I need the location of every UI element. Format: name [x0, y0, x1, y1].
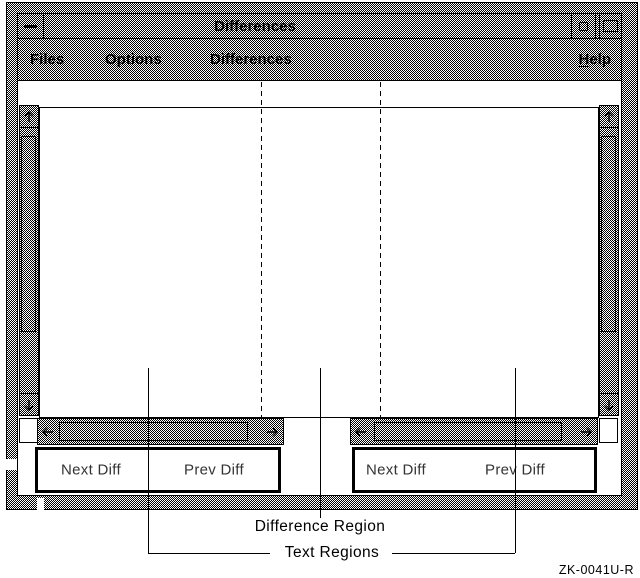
menu-differences[interactable]: Differences	[210, 51, 292, 68]
horizontal-scrollbar-left[interactable]	[37, 418, 284, 445]
scroll-up-icon	[22, 110, 36, 124]
next-diff-button[interactable]: Next Diff	[366, 461, 426, 479]
scroll-up-icon	[602, 110, 616, 124]
figure-id-label: ZK-0041U-R	[558, 563, 634, 577]
diff-button-panel-left: Next Diff Prev Diff	[35, 447, 281, 493]
text-display-panel	[39, 107, 599, 418]
maximize-button[interactable]	[599, 14, 621, 38]
diff-button-panel-right: Next Diff Prev Diff	[352, 447, 597, 493]
title-bar[interactable]: Differences	[18, 14, 621, 39]
minimize-icon	[579, 21, 588, 31]
pane-separator-dashed-right	[380, 82, 381, 417]
scroll-down-icon	[602, 398, 616, 412]
frame-seam	[6, 459, 17, 470]
menu-help-mnemonic: H	[578, 51, 590, 68]
scroll-down-button[interactable]	[600, 393, 618, 415]
app-window: Differences Files Options Differences He…	[6, 2, 638, 510]
menu-options[interactable]: Options	[105, 51, 162, 68]
vertical-scrollbar-slider[interactable]	[601, 136, 616, 332]
label-difference-region: Difference Region	[254, 518, 386, 535]
prev-diff-button[interactable]: Prev Diff	[184, 461, 244, 479]
window-menu-icon	[24, 24, 37, 28]
vertical-scrollbar-slider[interactable]	[21, 136, 36, 332]
menu-files[interactable]: Files	[30, 51, 65, 68]
scrollbar-corner-right	[599, 418, 618, 443]
prev-diff-button[interactable]: Prev Diff	[485, 461, 545, 479]
menu-help[interactable]: Help	[578, 39, 611, 80]
scroll-up-button[interactable]	[600, 106, 618, 128]
scrollbar-corner-left	[19, 418, 38, 443]
callout-line-difference-region	[320, 368, 321, 518]
label-text-regions: Text Regions	[284, 544, 380, 561]
menu-help-rest: elp	[589, 51, 611, 68]
callout-line-horizontal-right	[392, 553, 515, 554]
frame-seam	[37, 498, 44, 510]
scroll-right-icon[interactable]	[579, 425, 593, 439]
window-client-area: Differences Files Options Differences He…	[17, 13, 622, 496]
scroll-down-icon	[22, 398, 36, 412]
minimize-button[interactable]	[571, 14, 596, 38]
horizontal-scrollbar-right[interactable]	[350, 418, 598, 445]
scroll-up-button[interactable]	[20, 106, 38, 128]
window-menu-button[interactable]	[18, 14, 44, 38]
scroll-right-icon[interactable]	[265, 425, 279, 439]
vertical-scrollbar-right[interactable]	[599, 105, 619, 416]
next-diff-button[interactable]: Next Diff	[61, 461, 121, 479]
callout-line-text-region-right	[515, 368, 516, 553]
horizontal-scrollbar-slider[interactable]	[59, 422, 248, 441]
horizontal-scrollbar-slider[interactable]	[374, 422, 562, 441]
scroll-left-icon[interactable]	[41, 425, 55, 439]
menu-bar: Files Options Differences Help	[18, 39, 621, 81]
scroll-down-button[interactable]	[20, 393, 38, 415]
callout-line-horizontal-left	[148, 553, 270, 554]
window-title: Differences	[214, 18, 296, 35]
pane-separator-dashed-left	[261, 82, 262, 417]
vertical-scrollbar-left[interactable]	[19, 105, 39, 416]
callout-line-text-region-left	[148, 368, 149, 553]
maximize-icon	[603, 20, 618, 32]
scroll-left-icon[interactable]	[354, 425, 368, 439]
